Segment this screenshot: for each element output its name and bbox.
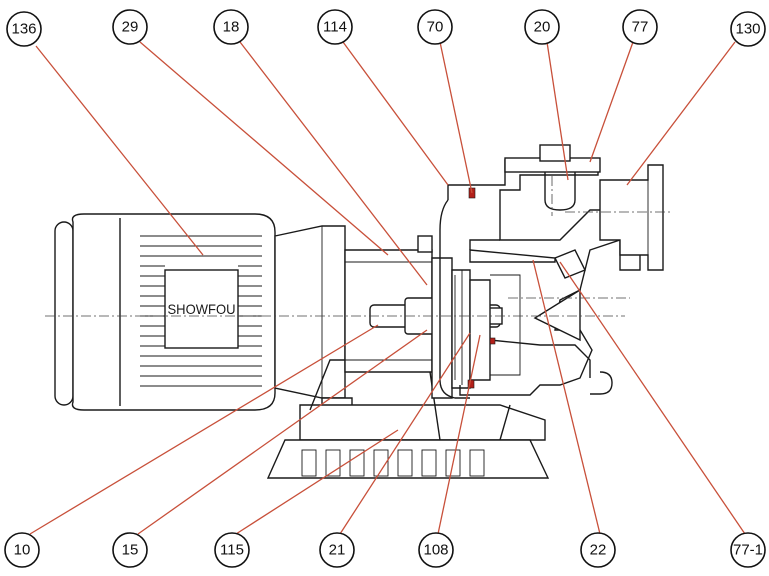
shaft-and-frame (266, 235, 550, 479)
svg-text:130: 130 (735, 21, 760, 38)
svg-text:21: 21 (329, 542, 346, 559)
leader-20 (546, 41, 569, 181)
svg-text:15: 15 (122, 542, 139, 559)
svg-text:108: 108 (423, 542, 448, 559)
leader-21 (339, 332, 471, 535)
leader-130 (626, 41, 736, 186)
o-ring-seal-front (489, 337, 496, 345)
callout-77: 77 (622, 9, 658, 45)
callout-70: 70 (417, 9, 453, 45)
callout-114: 114 (317, 9, 353, 45)
callout-22: 22 (580, 532, 616, 568)
leader-77-1 (559, 261, 746, 535)
svg-text:10: 10 (14, 542, 31, 559)
svg-text:70: 70 (427, 19, 444, 36)
svg-text:114: 114 (323, 19, 347, 36)
leader-115 (235, 429, 399, 535)
leader-29 (139, 41, 389, 256)
leader-114 (342, 41, 449, 186)
leader-77 (589, 41, 634, 163)
leader-lines (29, 41, 746, 535)
svg-text:115: 115 (220, 542, 244, 559)
callout-15: 15 (112, 532, 148, 568)
callout-77-1: 77-1 (730, 532, 766, 568)
callout-29: 29 (112, 9, 148, 45)
suction-flange (599, 164, 664, 271)
leader-10 (29, 324, 379, 535)
callout-130: 130 (730, 11, 766, 47)
svg-text:77-1: 77-1 (733, 542, 763, 559)
svg-text:20: 20 (534, 19, 551, 36)
motor-brand-label: SHOWFOU (168, 301, 236, 317)
motor-nameplate: SHOWFOU (164, 269, 239, 349)
impeller (469, 249, 556, 263)
callout-108: 108 (418, 532, 454, 568)
callout-18: 18 (213, 9, 249, 45)
leader-136 (35, 45, 204, 256)
leader-15 (137, 329, 428, 535)
callout-10: 10 (4, 532, 40, 568)
svg-text:22: 22 (590, 542, 607, 559)
svg-text:77: 77 (632, 19, 649, 36)
motor: SHOWFOU (54, 213, 353, 413)
svg-text:18: 18 (223, 19, 240, 36)
leader-70 (439, 41, 473, 194)
centerlines (45, 176, 672, 317)
leader-108 (437, 334, 481, 535)
pump-casing (431, 144, 664, 399)
callout-115: 115 (214, 532, 250, 568)
callout-row-bottom: 10 15 115 21 108 22 77-1 (4, 532, 766, 568)
svg-text:136: 136 (11, 21, 36, 38)
callout-21: 21 (319, 532, 355, 568)
callout-row-top: 136 29 18 114 70 20 77 130 (6, 9, 766, 47)
callout-20: 20 (524, 9, 560, 45)
leader-22 (532, 259, 601, 535)
base-plate (266, 439, 550, 479)
svg-text:29: 29 (122, 19, 139, 36)
callout-136: 136 (6, 11, 42, 47)
leader-18 (239, 41, 428, 286)
